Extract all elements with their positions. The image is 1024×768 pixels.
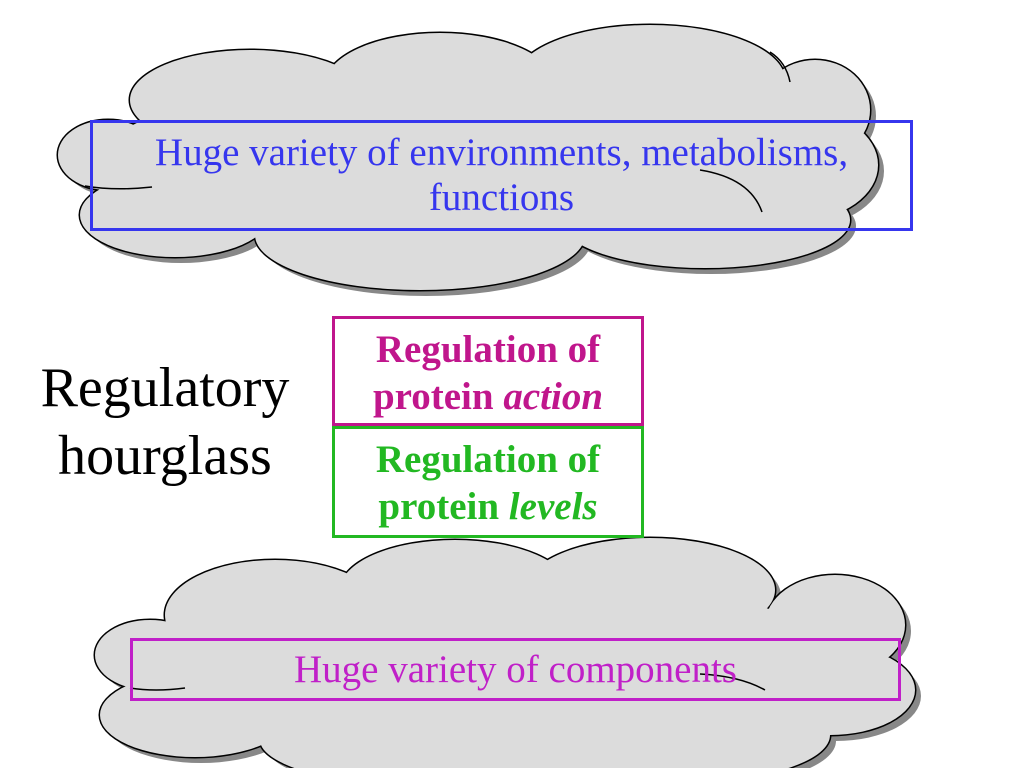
levels-box-italic-word: levels [508,485,598,528]
bottom-cloud [93,536,921,768]
top-cloud [56,23,884,296]
hourglass-title: Regulatory hourglass [20,354,310,490]
environments-line-2: functions [428,176,575,219]
components-text: Huge variety of components [294,648,737,691]
action-box-italic-word: action [503,375,604,418]
action-box-line-2: protein action [335,373,641,420]
cloud-inner-curve [129,687,186,691]
top-cloud-fill [58,25,878,290]
protein-levels-box: Regulation of protein levels [332,426,644,538]
cloud-fill-lobe [100,75,840,245]
levels-box-line-1: Regulation of [375,438,601,481]
action-box-protein-word: protein [372,375,494,418]
cloud-fill-lobe [125,585,885,755]
hourglass-title-line-1: Regulatory [40,357,290,419]
cloud-inner-curve [769,51,791,83]
action-box-line-1: Regulation of [375,328,601,371]
protein-action-box: Regulation of protein action [332,316,644,426]
levels-box-protein-word: protein [378,485,500,528]
components-box: Huge variety of components [130,638,901,701]
levels-box-line-2: protein levels [335,483,641,530]
environments-line-1: Huge variety of environments, metabolism… [154,131,849,174]
environments-box: Huge variety of environments, metabolism… [90,120,913,231]
cloud-inner-curve [699,673,766,691]
hourglass-title-line-2: hourglass [58,425,272,487]
bottom-cloud-fill [95,538,915,768]
cloud-inner-curve [699,169,763,213]
